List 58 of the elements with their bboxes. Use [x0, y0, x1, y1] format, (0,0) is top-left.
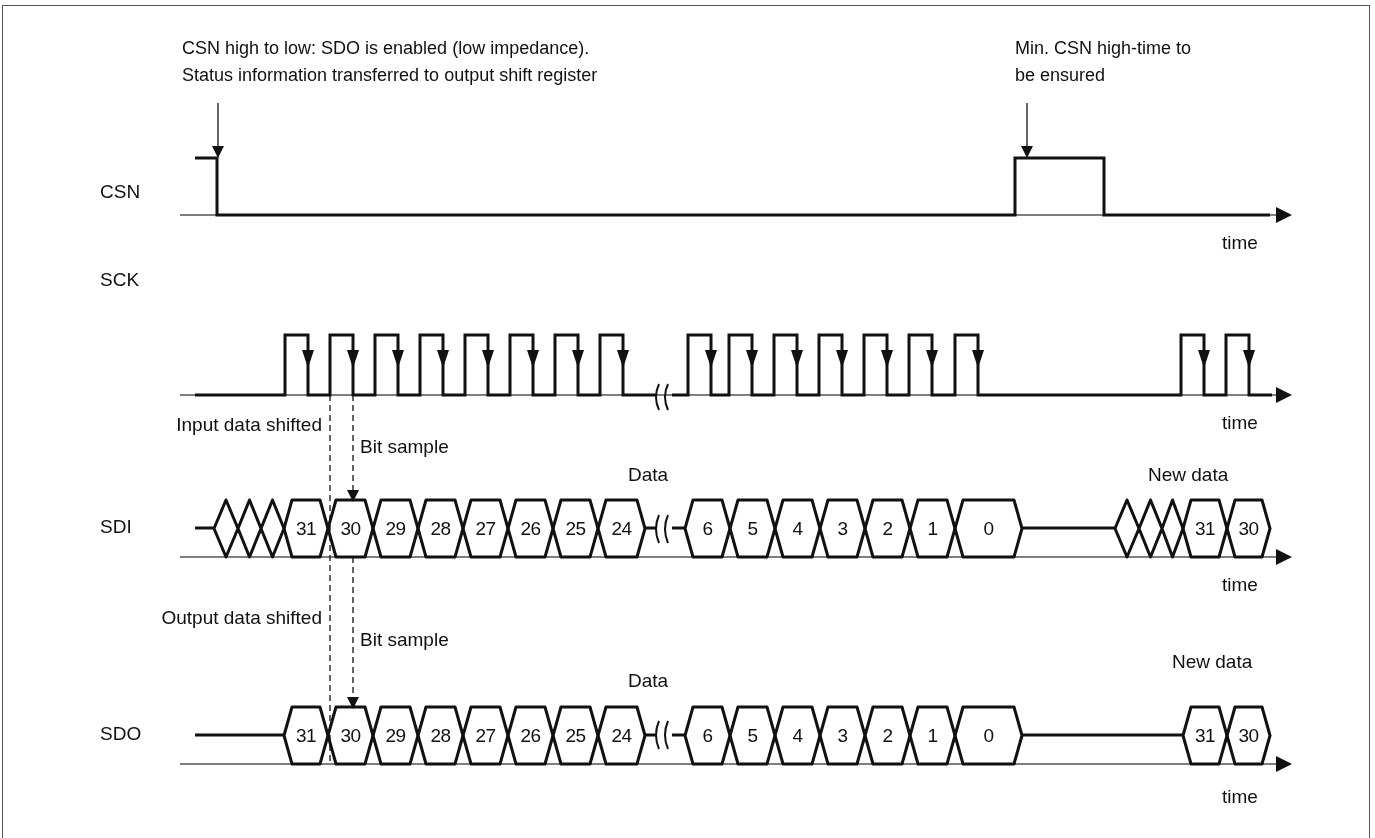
data-cell: 28: [418, 500, 463, 557]
annotation-text: Min. CSN high-time to be ensured: [1015, 35, 1205, 89]
data-cell: 2: [865, 500, 910, 557]
data-cell: 27: [463, 707, 508, 764]
data-cell: 5: [730, 707, 775, 764]
data-cell: 24: [598, 500, 645, 557]
data-cell: 5: [730, 500, 775, 557]
axis-label: time: [1222, 573, 1258, 597]
data-cell: 31: [1183, 707, 1227, 764]
dashed-arrow: [347, 556, 359, 709]
data-cell: 24: [598, 707, 645, 764]
dashed-arrow: [347, 394, 359, 502]
data-cell: 25: [553, 500, 598, 557]
data-cell: 30: [1227, 500, 1270, 557]
data-cell: 6: [685, 707, 730, 764]
data-cell: 1: [910, 707, 955, 764]
data-cell: 31: [1183, 500, 1227, 557]
data-cell: 26: [508, 707, 553, 764]
axis-label: time: [1222, 411, 1258, 435]
annotation-text: Bit sample: [360, 435, 449, 459]
data-cell: 1: [910, 500, 955, 557]
axis-label: time: [1222, 785, 1258, 809]
axis-label: time: [1222, 231, 1258, 255]
annotation-text: New data: [1172, 650, 1253, 674]
data-cell: 4: [775, 500, 820, 557]
data-cell: 2: [865, 707, 910, 764]
annotation-text: Output data shifted: [160, 606, 322, 630]
arrow: [1021, 102, 1033, 158]
data-cell: 4: [775, 707, 820, 764]
signal-name: CSN: [100, 180, 141, 204]
signal-name: SDI: [100, 515, 132, 539]
csn-waveform: [195, 156, 1270, 217]
annotation-text: New data: [1148, 463, 1229, 487]
annotation-text: Data: [628, 463, 669, 487]
data-cell: 0: [955, 500, 1022, 557]
clock-waveform: [193, 333, 1274, 397]
arrow: [212, 102, 224, 158]
data-cell: 27: [463, 500, 508, 557]
data-cell: 3: [820, 500, 865, 557]
data-cell: 30: [1227, 707, 1270, 764]
data-cell: 29: [373, 500, 418, 557]
data-cell: 30: [328, 500, 373, 557]
data-cell: 26: [508, 500, 553, 557]
data-cell: 29: [373, 707, 418, 764]
annotation-text: Data: [628, 669, 669, 693]
data-cell: 31: [284, 707, 328, 764]
signal-name: SDO: [100, 722, 142, 746]
annotation-text: Bit sample: [360, 628, 449, 652]
data-cell: 25: [553, 707, 598, 764]
annotation-text: CSN high to low: SDO is enabled (low impedance). Status information transferred to output shift register: [182, 35, 622, 89]
data-cell: 6: [685, 500, 730, 557]
signal-name: SCK: [100, 268, 140, 292]
data-cell: 3: [820, 707, 865, 764]
data-cell: 31: [284, 500, 328, 557]
annotation-text: Input data shifted: [175, 413, 322, 437]
data-cell: 30: [328, 707, 373, 764]
data-cell: 0: [955, 707, 1022, 764]
data-cell: 28: [418, 707, 463, 764]
